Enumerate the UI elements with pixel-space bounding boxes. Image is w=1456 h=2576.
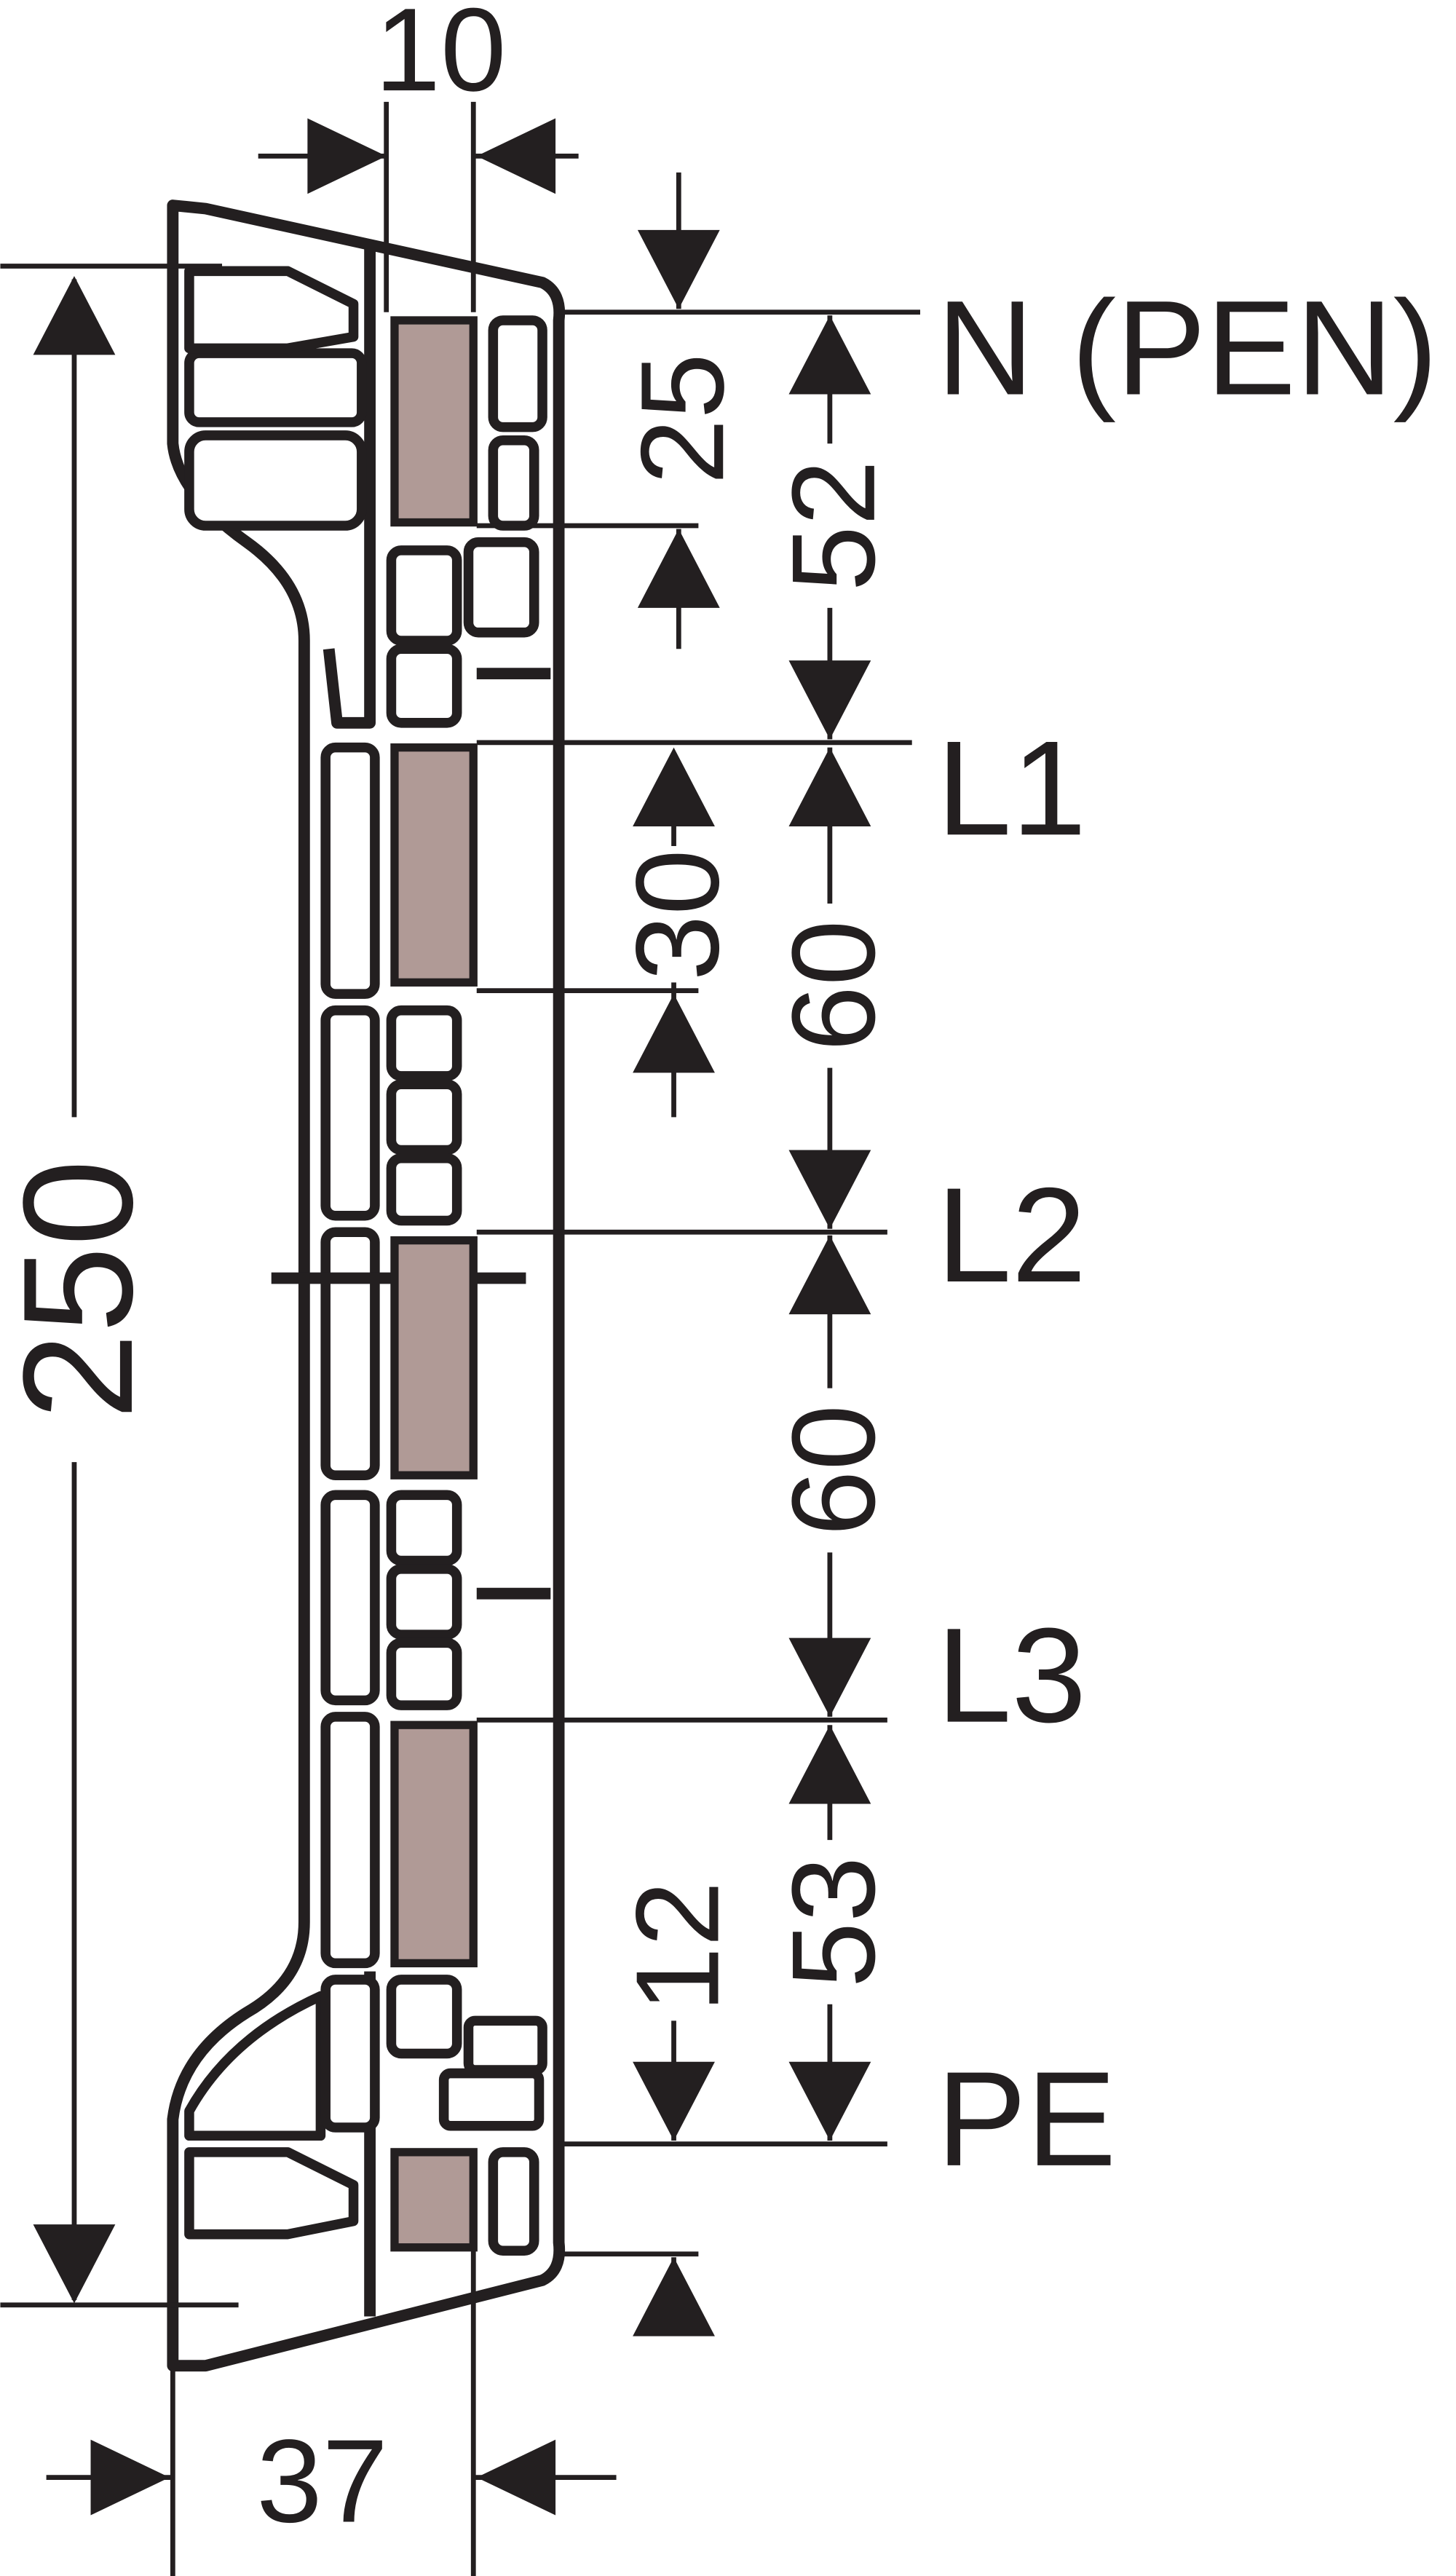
extension-lines bbox=[0, 101, 920, 2576]
cells-left bbox=[320, 742, 380, 2133]
arrow-up-icon bbox=[633, 747, 715, 826]
dimension-250: 250 bbox=[0, 276, 165, 2304]
holder-profile bbox=[167, 199, 566, 2372]
arrow-up-icon bbox=[788, 1235, 871, 1315]
busbar-l2 bbox=[390, 1236, 478, 1479]
busbar-pe bbox=[390, 2148, 478, 2252]
arrow-down-icon bbox=[633, 2061, 715, 2141]
busbar-n bbox=[390, 316, 478, 527]
dimension-label: 60 bbox=[768, 1404, 900, 1536]
arrow-down-icon bbox=[788, 2061, 871, 2141]
arrow-down-icon bbox=[637, 229, 720, 309]
dimension-label: 53 bbox=[768, 1857, 900, 1988]
dimension-53: 53 bbox=[768, 1725, 900, 2141]
dimension-label: 12 bbox=[612, 1881, 743, 2012]
arrow-right-icon bbox=[307, 118, 387, 194]
dimension-30: 30 bbox=[612, 747, 743, 1118]
busbars bbox=[390, 316, 478, 2252]
dimension-25: 25 bbox=[617, 172, 748, 649]
arrow-left-icon bbox=[476, 2439, 556, 2516]
arrow-up-icon bbox=[633, 2257, 715, 2336]
dimension-label: 10 bbox=[375, 0, 507, 116]
dimension-60-l2-l3: 60 bbox=[768, 1235, 900, 1717]
conductor-labels: N (PEN) L1 L2 L3 PE bbox=[937, 274, 1439, 2194]
busbar-l3 bbox=[390, 1720, 478, 1968]
busbar-l1 bbox=[390, 743, 478, 987]
label-l3: L3 bbox=[937, 1601, 1087, 1751]
arrow-right-icon bbox=[90, 2439, 170, 2516]
arrow-up-icon bbox=[637, 529, 720, 608]
arrow-up-icon bbox=[633, 994, 715, 1073]
label-pe: PE bbox=[937, 2044, 1117, 2194]
arrow-up-icon bbox=[788, 747, 871, 826]
arrow-up-icon bbox=[33, 276, 116, 355]
arrow-down-icon bbox=[33, 2224, 116, 2304]
arrow-down-icon bbox=[788, 1637, 871, 1717]
arrow-down-icon bbox=[788, 1150, 871, 1229]
label-l2: L2 bbox=[937, 1161, 1087, 1311]
dimension-37: 37 bbox=[46, 2416, 617, 2548]
arrow-left-icon bbox=[476, 118, 556, 194]
dimension-10: 10 bbox=[258, 0, 579, 194]
arrow-up-icon bbox=[788, 1725, 871, 1804]
dimension-12: 12 bbox=[612, 1881, 743, 2336]
dimension-label: 37 bbox=[256, 2416, 388, 2548]
label-l1: L1 bbox=[937, 714, 1087, 864]
dimension-label: 250 bbox=[0, 1159, 165, 1420]
cells-middle bbox=[386, 545, 462, 2059]
dimension-label: 25 bbox=[617, 353, 748, 485]
dimension-label: 60 bbox=[768, 920, 900, 1051]
arrow-up-icon bbox=[788, 315, 871, 395]
dimension-60-l1-l2: 60 bbox=[768, 747, 900, 1229]
dimension-52: 52 bbox=[768, 315, 900, 740]
dimension-label: 52 bbox=[768, 460, 900, 592]
label-n-pen: N (PEN) bbox=[937, 274, 1439, 424]
dimension-label: 30 bbox=[612, 849, 743, 981]
arrow-down-icon bbox=[788, 660, 871, 740]
